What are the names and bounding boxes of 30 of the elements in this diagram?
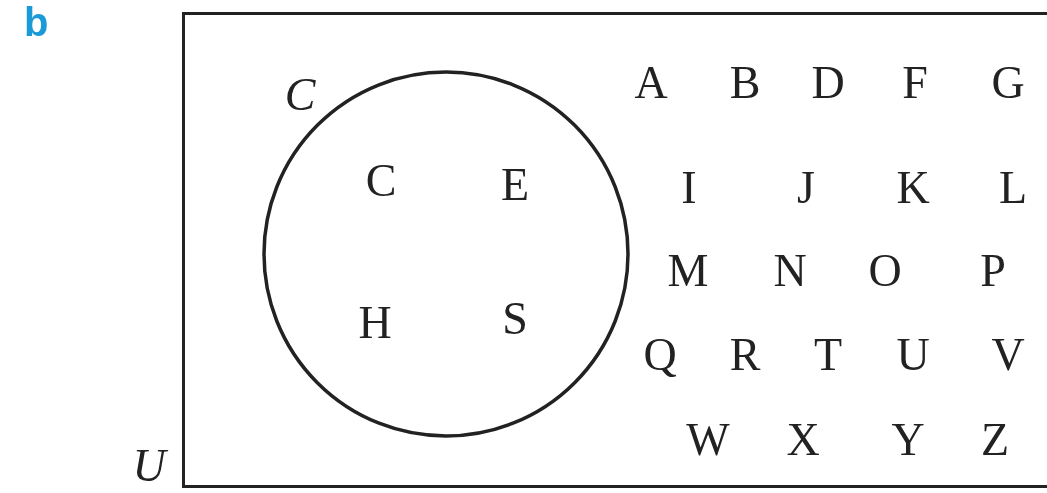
element-letter: N <box>773 248 807 294</box>
set-label: C <box>284 72 316 118</box>
element-letter: X <box>786 417 820 463</box>
element-letter: R <box>729 332 761 378</box>
element-letter: I <box>681 165 697 211</box>
element-letter: P <box>980 248 1006 294</box>
element-letter: Y <box>891 417 925 463</box>
element-letter: G <box>991 60 1025 106</box>
element-letter: H <box>358 300 392 346</box>
element-letter: K <box>896 165 930 211</box>
element-letter: C <box>365 158 397 204</box>
element-letter: Z <box>980 417 1010 463</box>
set-label: U <box>132 443 166 489</box>
element-letter: D <box>811 60 845 106</box>
set-circle <box>262 70 630 438</box>
element-letter: L <box>998 165 1028 211</box>
panel-letter: b <box>24 2 49 42</box>
element-letter: F <box>902 60 928 106</box>
element-letter: U <box>896 332 930 378</box>
element-letter: M <box>667 248 709 294</box>
element-letter: B <box>729 60 761 106</box>
element-letter: J <box>797 165 815 211</box>
element-letter: S <box>502 296 528 342</box>
element-letter: W <box>686 417 730 463</box>
element-letter: O <box>868 248 902 294</box>
element-letter: Q <box>643 332 677 378</box>
element-letter: V <box>991 332 1025 378</box>
element-letter: A <box>634 60 668 106</box>
element-letter: T <box>813 332 843 378</box>
element-letter: E <box>500 162 530 208</box>
